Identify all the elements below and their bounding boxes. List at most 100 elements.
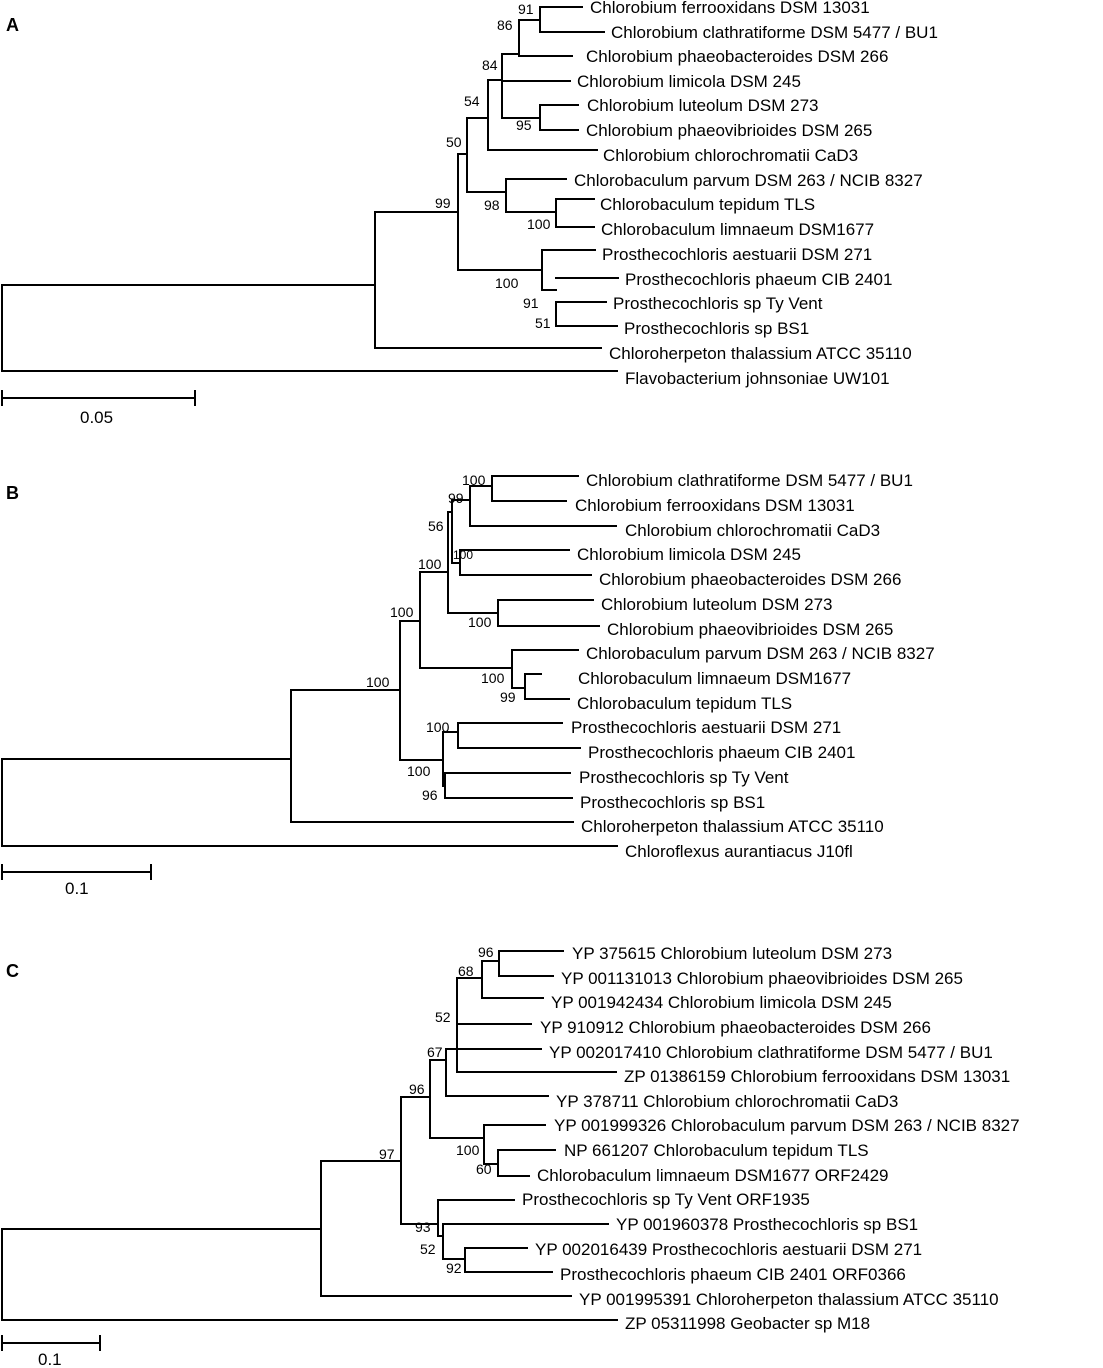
taxon-label: Prosthecochloris sp BS1 bbox=[624, 319, 809, 338]
taxon-label: Chlorobium clathratiforme DSM 5477 / BU1 bbox=[611, 23, 938, 42]
taxon-label: Chlorobaculum limnaeum DSM1677 ORF2429 bbox=[537, 1166, 889, 1185]
bootstrap-value: 51 bbox=[535, 315, 551, 331]
bootstrap-value: 93 bbox=[415, 1219, 431, 1235]
taxon-label: YP 002017410 Chlorobium clathratiforme D… bbox=[549, 1043, 993, 1062]
taxon-label: Prosthecochloris sp Ty Vent bbox=[613, 294, 823, 313]
taxon-label: Chlorobaculum tepidum TLS bbox=[600, 195, 815, 214]
taxon-label: Prosthecochloris sp Ty Vent ORF1935 bbox=[522, 1190, 810, 1209]
taxon-label: YP 375615 Chlorobium luteolum DSM 273 bbox=[572, 944, 892, 963]
bootstrap-values: 91 86 84 95 54 50 98 100 99 100 91 51 bbox=[435, 1, 551, 331]
leaf-labels: Chlorobium ferrooxidans DSM 13031 Chloro… bbox=[574, 0, 938, 388]
taxon-label: YP 910912 Chlorobium phaeobacteroides DS… bbox=[540, 1018, 931, 1037]
taxon-label: Prosthecochloris phaeum CIB 2401 bbox=[588, 743, 855, 762]
bootstrap-value: 99 bbox=[500, 689, 516, 705]
scale-bar-label: 0.1 bbox=[65, 879, 89, 898]
taxon-label: Chlorobium chlorochromatii CaD3 bbox=[603, 146, 858, 165]
taxon-label: YP 002016439 Prosthecochloris aestuarii … bbox=[535, 1240, 922, 1259]
bootstrap-value: 99 bbox=[435, 195, 451, 211]
bootstrap-value: 100 bbox=[418, 556, 442, 572]
bootstrap-value: 86 bbox=[497, 17, 513, 33]
taxon-label: NP 661207 Chlorobaculum tepidum TLS bbox=[564, 1141, 869, 1160]
bootstrap-value: 56 bbox=[428, 518, 444, 534]
leaf-labels: Chlorobium clathratiforme DSM 5477 / BU1… bbox=[571, 471, 935, 861]
bootstrap-value: 100 bbox=[426, 719, 450, 735]
panel-a: A Chlorobium ferrooxidans DSM 13031 Chlo… bbox=[1, 0, 938, 427]
bootstrap-value: 100 bbox=[481, 670, 505, 686]
taxon-label: Prosthecochloris sp Ty Vent bbox=[579, 768, 789, 787]
bootstrap-value: 84 bbox=[482, 57, 498, 73]
bootstrap-value: 100 bbox=[366, 674, 390, 690]
bootstrap-value: 100 bbox=[407, 763, 431, 779]
bootstrap-value: 100 bbox=[453, 548, 473, 562]
bootstrap-value: 98 bbox=[484, 197, 500, 213]
bootstrap-values: 100 99 56 100 100 100 100 100 99 100 100… bbox=[366, 472, 516, 803]
taxon-label: Chlorobium luteolum DSM 273 bbox=[601, 595, 833, 614]
taxon-label: Chlorobium chlorochromatii CaD3 bbox=[625, 521, 880, 540]
panel-c: C YP 375615 Chlorobium luteolum DSM 273 … bbox=[1, 944, 1020, 1368]
scale-bar: 0.05 bbox=[1, 390, 196, 427]
taxon-label: Chlorobium phaeobacteroides DSM 266 bbox=[586, 47, 888, 66]
taxon-label: Chlorobium phaeovibrioides DSM 265 bbox=[586, 121, 872, 140]
taxon-label: Chlorobaculum parvum DSM 263 / NCIB 8327 bbox=[586, 644, 935, 663]
panel-label: B bbox=[6, 483, 19, 503]
bootstrap-value: 100 bbox=[527, 216, 551, 232]
taxon-label: Chlorobaculum limnaeum DSM1677 bbox=[578, 669, 851, 688]
bootstrap-value: 52 bbox=[420, 1241, 436, 1257]
panel-label: A bbox=[6, 15, 19, 35]
bootstrap-values: 96 68 52 67 96 97 100 60 93 52 92 bbox=[379, 944, 494, 1276]
bootstrap-value: 68 bbox=[458, 963, 474, 979]
taxon-label: Chlorobium limicola DSM 245 bbox=[577, 72, 801, 91]
taxon-label: YP 001131013 Chlorobium phaeovibrioides … bbox=[561, 969, 963, 988]
tree-branches bbox=[1, 950, 618, 1321]
bootstrap-value: 67 bbox=[427, 1044, 443, 1060]
bootstrap-value: 60 bbox=[476, 1161, 492, 1177]
bootstrap-value: 52 bbox=[435, 1009, 451, 1025]
bootstrap-value: 100 bbox=[495, 275, 519, 291]
taxon-label: Chlorobium phaeobacteroides DSM 266 bbox=[599, 570, 901, 589]
leaf-labels: YP 375615 Chlorobium luteolum DSM 273 YP… bbox=[522, 944, 1020, 1333]
taxon-label: Chlorobium clathratiforme DSM 5477 / BU1 bbox=[586, 471, 913, 490]
bootstrap-value: 97 bbox=[379, 1146, 395, 1162]
bootstrap-value: 99 bbox=[448, 490, 464, 506]
taxon-label: YP 001995391 Chloroherpeton thalassium A… bbox=[579, 1290, 999, 1309]
taxon-label: Chloroflexus aurantiacus J10fl bbox=[625, 842, 853, 861]
taxon-label: Chlorobium limicola DSM 245 bbox=[577, 545, 801, 564]
taxon-label: Prosthecochloris phaeum CIB 2401 ORF0366 bbox=[560, 1265, 906, 1284]
bootstrap-value: 95 bbox=[516, 117, 532, 133]
scale-bar-label: 0.05 bbox=[80, 408, 113, 427]
bootstrap-value: 96 bbox=[478, 944, 494, 960]
panel-b: B Chlorobium clathratiforme DSM 5477 / B… bbox=[1, 471, 935, 898]
panel-label: C bbox=[6, 961, 19, 981]
taxon-label: YP 001999326 Chlorobaculum parvum DSM 26… bbox=[554, 1116, 1020, 1135]
taxon-label: Chlorobium luteolum DSM 273 bbox=[587, 96, 819, 115]
taxon-label: Prosthecochloris aestuarii DSM 271 bbox=[602, 245, 872, 264]
bootstrap-value: 54 bbox=[464, 93, 480, 109]
scale-bar-label: 0.1 bbox=[38, 1350, 62, 1368]
taxon-label: Chloroherpeton thalassium ATCC 35110 bbox=[581, 817, 884, 836]
taxon-label: Prosthecochloris phaeum CIB 2401 bbox=[625, 270, 892, 289]
taxon-label: Prosthecochloris sp BS1 bbox=[580, 793, 765, 812]
taxon-label: Chlorobaculum limnaeum DSM1677 bbox=[601, 220, 874, 239]
taxon-label: Chloroherpeton thalassium ATCC 35110 bbox=[609, 344, 912, 363]
bootstrap-value: 91 bbox=[523, 295, 539, 311]
bootstrap-value: 91 bbox=[518, 1, 534, 17]
bootstrap-value: 100 bbox=[462, 472, 486, 488]
taxon-label: Chlorobaculum tepidum TLS bbox=[577, 694, 792, 713]
tree-branches bbox=[1, 475, 618, 847]
bootstrap-value: 100 bbox=[390, 604, 414, 620]
bootstrap-value: 50 bbox=[446, 134, 462, 150]
taxon-label: ZP 01386159 Chlorobium ferrooxidans DSM … bbox=[624, 1067, 1010, 1086]
taxon-label: YP 378711 Chlorobium chlorochromatii CaD… bbox=[556, 1092, 898, 1111]
bootstrap-value: 100 bbox=[468, 614, 492, 630]
taxon-label: Chlorobium phaeovibrioides DSM 265 bbox=[607, 620, 893, 639]
scale-bar: 0.1 bbox=[1, 1335, 101, 1368]
taxon-label: Chlorobium ferrooxidans DSM 13031 bbox=[590, 0, 870, 17]
taxon-label: YP 001960378 Prosthecochloris sp BS1 bbox=[616, 1215, 918, 1234]
bootstrap-value: 92 bbox=[446, 1260, 462, 1276]
bootstrap-value: 96 bbox=[409, 1081, 425, 1097]
taxon-label: ZP 05311998 Geobacter sp M18 bbox=[625, 1314, 870, 1333]
tree-branches bbox=[1, 6, 619, 372]
taxon-label: Chlorobium ferrooxidans DSM 13031 bbox=[575, 496, 855, 515]
taxon-label: Prosthecochloris aestuarii DSM 271 bbox=[571, 718, 841, 737]
